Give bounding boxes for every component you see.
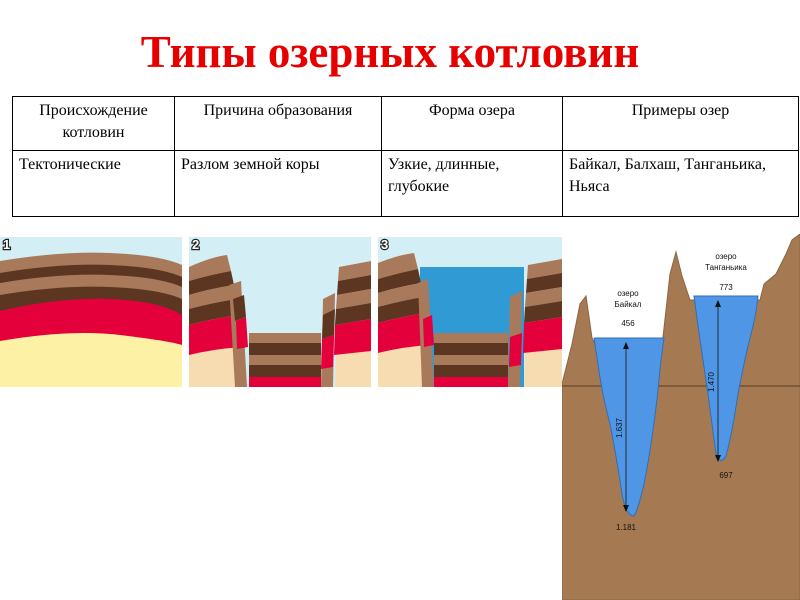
header-cause: Причина образования [174,96,382,151]
cell-cause: Разлом земной коры [174,150,382,217]
table-header-row: Происхождение котловин Причина образован… [12,96,799,151]
panel-number-1: 1 [3,237,10,252]
baikal-label-line-1: озеро [617,289,639,298]
tanganyika-bottom-elevation: 697 [719,471,733,480]
panel-number-3: 3 [381,237,388,252]
tanganyika-surface-elevation: 773 [719,283,733,292]
tanganyika-depth-value: 1.470 [707,371,716,392]
baikal-bottom-elevation: 1.181 [616,523,637,532]
header-examples: Примеры озер [562,96,799,151]
strata-figure: 1 2 [0,237,562,387]
strata-panel-2: 2 [189,237,371,387]
lake-depth-figure: озеро Байкал 456 1.637 1.181 озеро Танга… [562,234,800,600]
baikal-surface-elevation: 456 [621,319,635,328]
header-origin: Происхождение котловин [12,96,175,151]
panel-number-2: 2 [192,237,199,252]
cell-origin: Тектонические [12,150,175,217]
strata-panel-1: 1 [0,237,182,387]
header-shape: Форма озера [381,96,563,151]
tanganyika-depth-arrow [715,300,721,462]
tanganyika-label-line-2: Танганьика [705,263,747,272]
tanganyika-water [693,295,759,461]
baikal-label-line-2: Байкал [615,300,642,309]
table-row: Тектонические Разлом земной коры Узкие, … [12,150,799,217]
baikal-depth-value: 1.637 [615,417,624,438]
tanganyika-label-line-1: озеро [715,252,737,261]
lake-basin-types-table: Происхождение котловин Причина образован… [12,96,799,217]
strata-panel-3: 3 [378,237,562,387]
slide-title: Типы озерных котловин [140,27,640,77]
cell-shape: Узкие, длинные, глубокие [381,150,563,217]
cell-examples: Байкал, Балхаш, Танганьика, Ньяса [562,150,799,217]
baikal-depth-arrow [623,342,629,512]
baikal-water [593,337,665,517]
rock-mass [562,234,800,600]
